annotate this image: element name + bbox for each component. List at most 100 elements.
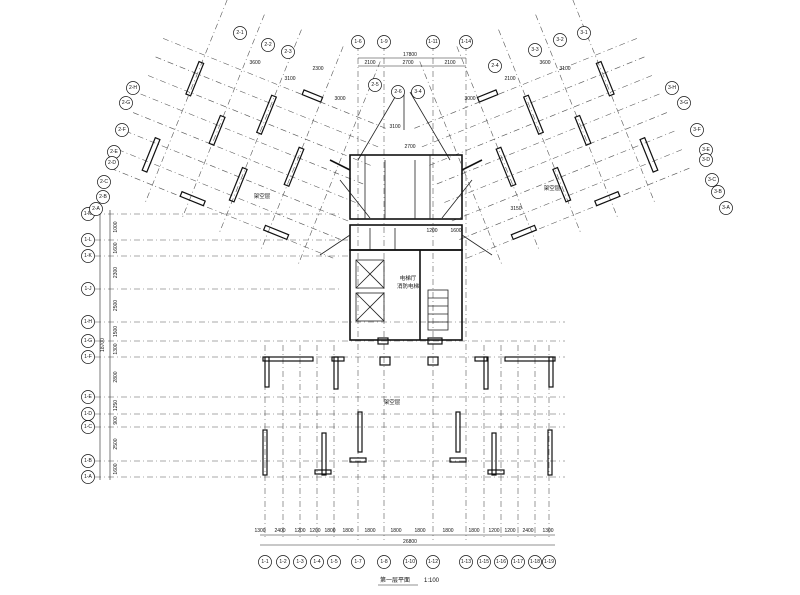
top-axis-bubble: 1-6 <box>351 35 365 49</box>
left-wing-axis-bubble: 2-B <box>96 190 110 204</box>
row-axis-bubble: 1-H <box>81 315 95 329</box>
svg-text:1-E: 1-E <box>84 394 92 400</box>
top-right-axis-bubble: 3-3 <box>528 43 542 57</box>
right-wing-axis-bubble: 3-F <box>690 123 704 137</box>
bottom-dim-label: 1300 <box>542 528 553 534</box>
svg-text:1-M: 1-M <box>84 211 93 217</box>
svg-text:2-F: 2-F <box>118 127 126 133</box>
row-axis-bubble: 1-A <box>81 470 95 484</box>
row-dim-label: 2300 <box>113 267 119 278</box>
svg-text:1-14: 1-14 <box>461 39 471 45</box>
misc-dims: 1200 1600 3100 2700 3150 <box>389 124 521 234</box>
top-axis-bubble: 1-9 <box>377 35 391 49</box>
dim-right-b: 2100 <box>504 76 515 82</box>
svg-text:2-A: 2-A <box>92 206 100 212</box>
dim-top-a: 2100 <box>364 60 375 66</box>
svg-text:1-15: 1-15 <box>479 559 489 565</box>
row-dim-label: 2800 <box>113 371 119 382</box>
bottom-axis-bubble: 1-8 <box>377 555 391 569</box>
dim-top-b: 2700 <box>402 60 413 66</box>
svg-text:3-H: 3-H <box>668 85 676 91</box>
left-wing-axis-bubble: 2-F <box>115 123 129 137</box>
bottom-axis-bubble: 1-17 <box>511 555 525 569</box>
bottom-total-dim: 26800 <box>403 539 417 545</box>
svg-text:3-E: 3-E <box>702 147 710 153</box>
row-axis-bubble: 1-J <box>81 282 95 296</box>
drawing-title-text: 第一层平面 <box>380 576 410 584</box>
right-wing-axis-bubble: 3-C <box>705 173 719 187</box>
svg-text:1-B: 1-B <box>84 458 92 464</box>
dim-left-d: 3000 <box>334 96 345 102</box>
top-inner-axis-bubble: 2-6 <box>391 85 405 99</box>
left-wing-axis-bubble: 2-C <box>97 175 111 189</box>
svg-text:2-6: 2-6 <box>394 89 401 95</box>
row-dim-label: 1600 <box>113 242 119 253</box>
svg-text:1-10: 1-10 <box>405 559 415 565</box>
dim-top-c: 2100 <box>444 60 455 66</box>
drawing-title: 第一层平面 1:100 <box>378 576 440 586</box>
svg-text:1-G: 1-G <box>84 338 92 344</box>
bottom-dim-label: 1300 <box>254 528 265 534</box>
row-dim-label: 1600 <box>113 463 119 474</box>
svg-text:1-D: 1-D <box>84 411 92 417</box>
room-left-wing: 架空层 <box>254 192 271 200</box>
top-dim-labels: 17800 2100 2700 2100 3600 3100 2300 3000… <box>249 52 570 102</box>
bottom-dim-label: 2400 <box>522 528 533 534</box>
svg-text:2-D: 2-D <box>108 160 116 166</box>
lower-columns <box>262 356 556 476</box>
svg-text:1-C: 1-C <box>84 424 92 430</box>
bottom-dim-label: 1200 <box>309 528 320 534</box>
note-1: 1200 <box>426 228 437 234</box>
svg-text:1-K: 1-K <box>84 253 92 259</box>
svg-text:1-H: 1-H <box>84 319 92 325</box>
svg-text:1-2: 1-2 <box>279 559 286 565</box>
top-right-axis-bubble: 2-4 <box>488 59 502 73</box>
svg-text:1-16: 1-16 <box>496 559 506 565</box>
svg-text:2-1: 2-1 <box>236 30 243 36</box>
left-wing <box>110 0 386 266</box>
svg-text:2-B: 2-B <box>99 194 107 200</box>
svg-text:2-4: 2-4 <box>491 63 498 69</box>
svg-text:1-13: 1-13 <box>461 559 471 565</box>
bottom-dim-label: 1200 <box>504 528 515 534</box>
bottom-dim-label: 1800 <box>442 528 453 534</box>
bottom-dim-label: 1800 <box>324 528 335 534</box>
room-lower: 架空层 <box>384 398 401 406</box>
svg-text:3-F: 3-F <box>693 127 701 133</box>
bottom-dimension-lines <box>260 534 555 546</box>
svg-text:1-9: 1-9 <box>380 39 387 45</box>
bottom-axis-bubble: 1-16 <box>494 555 508 569</box>
left-wing-axis-bubble: 2-A <box>89 202 103 216</box>
svg-text:3-3: 3-3 <box>531 47 538 53</box>
right-wing-axis-bubble: 3-G <box>677 96 691 110</box>
row-axis-bubble: 1-D <box>81 407 95 421</box>
top-left-axis-bubble: 2-2 <box>261 38 275 52</box>
svg-text:2-G: 2-G <box>122 100 130 106</box>
svg-text:1-12: 1-12 <box>428 559 438 565</box>
note-4: 2700 <box>404 144 415 150</box>
left-wing-axis-bubble: 2-G <box>119 96 133 110</box>
dim-left-b: 3100 <box>284 76 295 82</box>
top-axis-bubble: 1-14 <box>459 35 473 49</box>
bottom-dim-label: 1200 <box>294 528 305 534</box>
bottom-axis-bubble: 1-15 <box>477 555 491 569</box>
dim-left-c: 2300 <box>312 66 323 72</box>
right-wing-axis-bubble: 3-A <box>719 201 733 215</box>
bottom-dim-label: 1800 <box>414 528 425 534</box>
dim-right-a: 3000 <box>464 96 475 102</box>
vertical-axis-lines <box>264 45 550 540</box>
room-labels: 架空层 架空层 架空层 电梯厅 消防电梯 <box>254 184 561 406</box>
svg-text:1-19: 1-19 <box>544 559 554 565</box>
right-wing <box>414 0 690 266</box>
row-dim-label: 1500 <box>113 326 119 337</box>
top-left-axis-bubble: 2-5 <box>368 78 382 92</box>
left-wing-axis-bubble: 2-H <box>126 81 140 95</box>
svg-text:1-6: 1-6 <box>354 39 361 45</box>
bottom-axis-bubble: 1-5 <box>327 555 341 569</box>
top-left-axis-bubble: 2-3 <box>281 45 295 59</box>
note-5: 3150 <box>510 206 521 212</box>
right-wing-axis-bubble: 3-D <box>699 153 713 167</box>
svg-text:2-C: 2-C <box>100 179 108 185</box>
bottom-axis-bubble: 1-13 <box>459 555 473 569</box>
svg-text:3-G: 3-G <box>680 100 688 106</box>
